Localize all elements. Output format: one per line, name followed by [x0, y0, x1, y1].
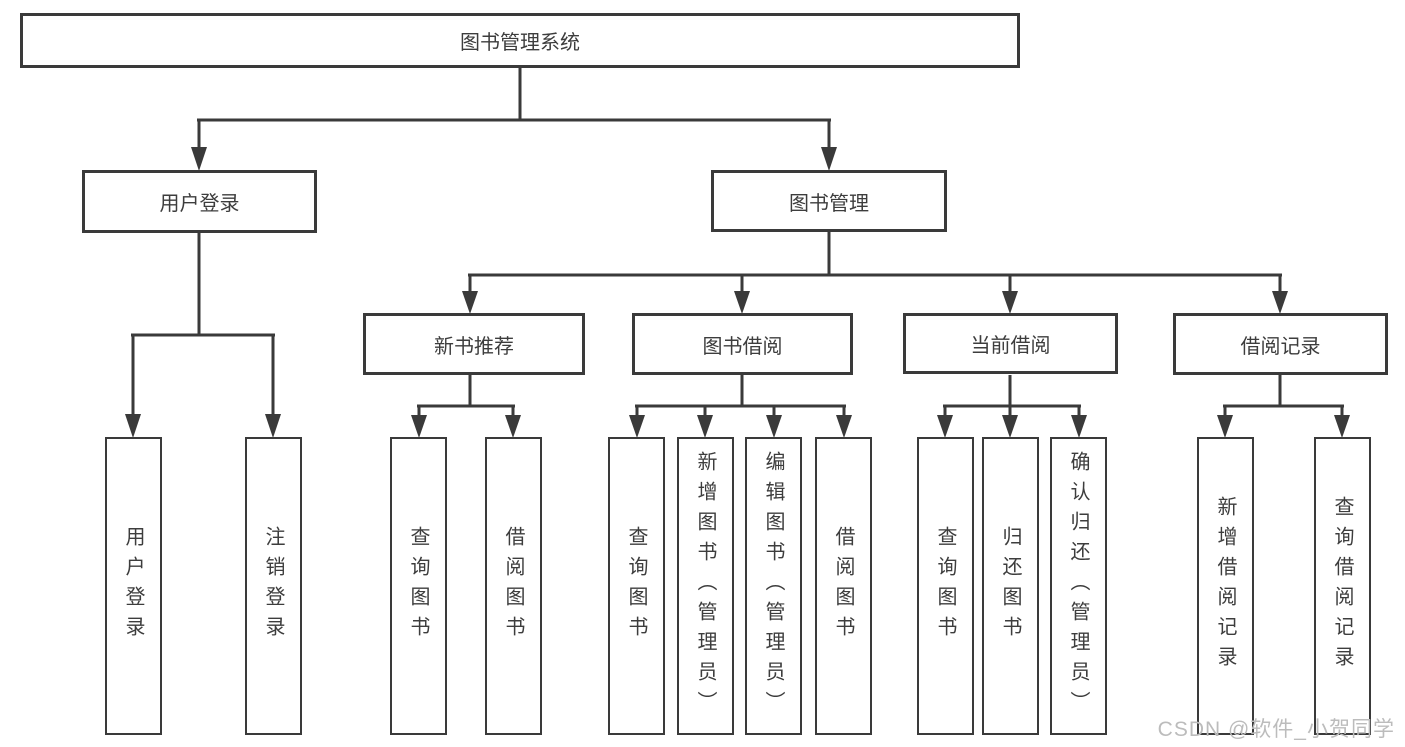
branch-user-login: 用户登录 — [82, 170, 317, 233]
group-book-borrowing: 图书借阅 — [632, 313, 853, 375]
group-borrowing-records: 借阅记录 — [1173, 313, 1388, 375]
leaf-add-books-admin: 新增图书（管理员） — [677, 437, 734, 735]
group-new-book-recommendation: 新书推荐 — [363, 313, 585, 375]
leaf-user-login: 用户登录 — [105, 437, 162, 735]
leaf-logout: 注销登录 — [245, 437, 302, 735]
csdn-watermark: CSDN @软件_小贺同学 — [1157, 718, 1395, 741]
leaf-borrow-books-borrowing: 借阅图书 — [815, 437, 872, 735]
group-current-borrowing: 当前借阅 — [903, 313, 1118, 374]
leaf-confirm-return-admin: 确认归还（管理员） — [1050, 437, 1107, 735]
leaf-query-books-newbook: 查询图书 — [390, 437, 447, 735]
branch-book-management: 图书管理 — [711, 170, 947, 232]
leaf-borrow-books-newbook: 借阅图书 — [485, 437, 542, 735]
leaf-query-books-borrowing: 查询图书 — [608, 437, 665, 735]
node-library-management-system: 图书管理系统 — [20, 13, 1020, 68]
leaf-add-borrow-record: 新增借阅记录 — [1197, 437, 1254, 735]
leaf-query-books-current: 查询图书 — [917, 437, 974, 735]
leaf-return-books: 归还图书 — [982, 437, 1039, 735]
leaf-edit-books-admin: 编辑图书（管理员） — [745, 437, 802, 735]
leaf-query-borrow-record: 查询借阅记录 — [1314, 437, 1371, 735]
